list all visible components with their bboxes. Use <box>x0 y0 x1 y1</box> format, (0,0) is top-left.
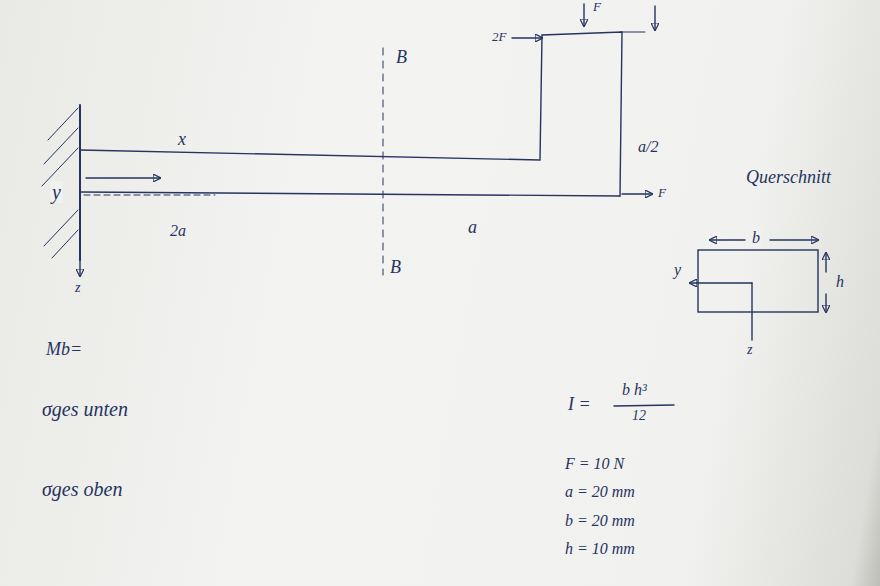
section-label: B <box>394 48 409 68</box>
load-label: 2F <box>490 30 508 44</box>
task-label: σges oben <box>40 478 124 500</box>
dimension-label: a <box>466 218 479 238</box>
load-label: F <box>656 186 668 200</box>
axis-label: z <box>745 342 754 357</box>
dimension-label: a/2 <box>636 138 660 156</box>
given-value: b = 20 mm <box>563 512 637 530</box>
formula-label: I = <box>566 395 593 415</box>
formula-label: 12 <box>630 408 648 423</box>
given-value: F = 10 N <box>563 455 626 473</box>
dimension-label: b <box>750 229 762 247</box>
task-label: Mb= <box>44 340 84 360</box>
formula-label: b h³ <box>620 381 649 399</box>
task-label: σges unten <box>40 398 130 420</box>
load-label: F <box>591 0 603 14</box>
dimension-label: 2a <box>168 222 188 240</box>
axis-label: y <box>672 261 683 279</box>
axis-label: x <box>176 130 188 150</box>
section-label: B <box>388 258 403 278</box>
axis-label: y <box>50 181 63 203</box>
axis-label: z <box>73 280 82 295</box>
dimension-label: h <box>834 273 846 291</box>
given-value: a = 20 mm <box>563 483 637 501</box>
title-label: Querschnitt <box>744 168 833 188</box>
given-value: h = 10 mm <box>563 540 637 558</box>
